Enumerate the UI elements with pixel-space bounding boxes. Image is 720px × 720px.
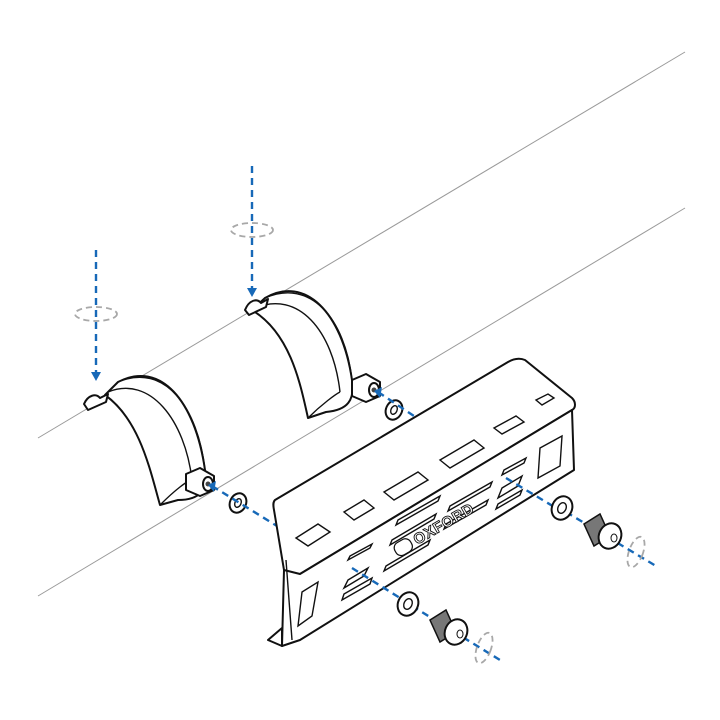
bolt-path-front-left: [351, 566, 401, 600]
clamp-screw-guide-left: [74, 250, 118, 381]
exhaust-pipe: [37, 51, 686, 597]
heat-shield: OXFORD: [267, 357, 576, 647]
washer-4: [550, 495, 574, 521]
hose-clamp-left: [83, 375, 215, 506]
rotate-icon: [74, 306, 118, 322]
ventilation-slots: [294, 393, 556, 547]
rotate-icon: [626, 535, 646, 569]
bolt-1: [429, 608, 469, 646]
clamp-screw-guide-right: [230, 166, 274, 297]
washer-3: [396, 591, 420, 617]
bolt-2: [583, 512, 623, 550]
rotate-icon: [474, 631, 494, 665]
hose-clamp-right: [244, 290, 381, 419]
bolt-path-front-right: [505, 476, 557, 510]
washer-1: [228, 492, 248, 514]
rotate-icon: [230, 222, 274, 238]
